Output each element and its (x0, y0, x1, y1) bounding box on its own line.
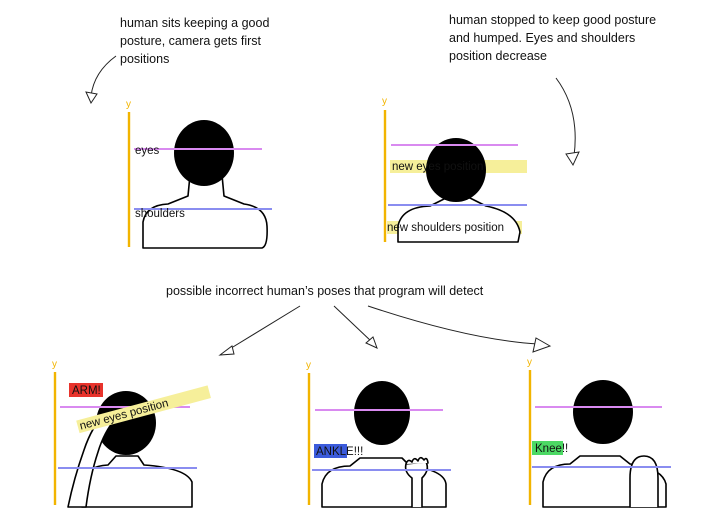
knee-badge-suffix: !! (562, 443, 568, 455)
caption-top-left-line1: human sits keeping a good (120, 16, 269, 30)
knee-badge (532, 441, 563, 455)
ankle-badge-label: ANKLE (316, 446, 354, 458)
caption-top-right-line1: human stopped to keep good posture (449, 13, 656, 27)
panel-good-posture: y eyes shoulders (126, 99, 272, 249)
head (426, 138, 486, 202)
y-axis-label: y (126, 99, 131, 110)
panel-humped-posture: y new eyes position new shoulders positi… (382, 96, 527, 243)
shoulders-label: shoulders (135, 208, 185, 220)
arrow-top-left (85, 55, 117, 105)
new-shoulders-label: new shoulders position (387, 222, 504, 234)
ankle-badge (314, 444, 347, 458)
panel-arm-pose: y ARM! new eyes position (52, 359, 211, 508)
caption-top-right-line2: and humped. Eyes and shoulders (449, 31, 635, 45)
y-axis-label: y (306, 360, 311, 371)
torso (81, 455, 193, 508)
arrow-to-pose-2 (333, 305, 378, 349)
arm-badge-label: ARM! (72, 385, 101, 397)
y-axis-label: y (382, 96, 387, 107)
raised-knee (629, 455, 659, 508)
knee-badge-text: Knee!! (535, 443, 568, 455)
panel-knee-pose: y Knee!! (527, 357, 671, 508)
knee-badge-label: Knee (535, 443, 562, 455)
eyes-highlight (76, 385, 211, 434)
caption-top-right-line3: position decrease (449, 49, 547, 63)
head (174, 120, 234, 186)
ankle-badge-text: ANKLE!!! (316, 446, 363, 458)
y-axis-label: y (527, 357, 532, 368)
arm-badge (69, 383, 103, 397)
ankle-badge-suffix: !!! (354, 446, 364, 458)
head (354, 381, 410, 445)
eyes-label: eyes (135, 145, 160, 157)
caption-top-left: human sits keeping a good posture, camer… (120, 16, 273, 66)
caption-top-left-line3: positions (120, 52, 169, 66)
panel-ankle-pose: y ANKLE!!! (306, 360, 451, 508)
arrow-to-pose-1 (218, 305, 301, 356)
caption-top-left-line2: posture, camera gets first (120, 34, 262, 48)
head (573, 380, 633, 444)
caption-top-right: human stopped to keep good posture and h… (449, 13, 660, 63)
new-eyes-label: new eyes position (392, 161, 483, 173)
y-axis-label: y (52, 359, 57, 370)
arrow-to-pose-3 (367, 305, 552, 353)
caption-middle: possible incorrect human’s poses that pr… (166, 284, 484, 298)
foot-toes (405, 456, 429, 465)
arrow-top-right (555, 77, 580, 167)
